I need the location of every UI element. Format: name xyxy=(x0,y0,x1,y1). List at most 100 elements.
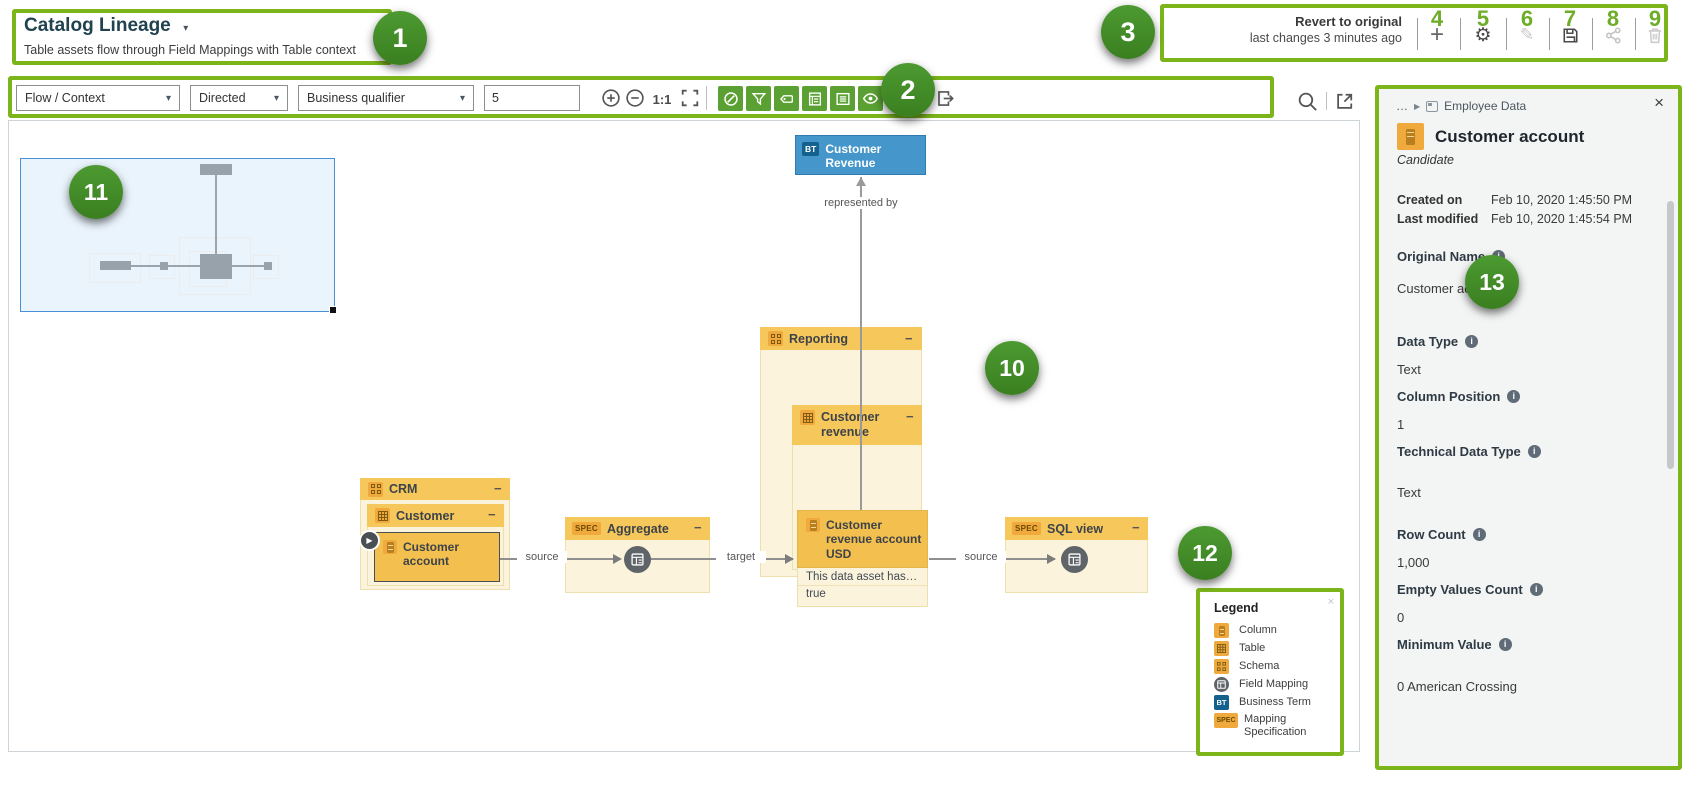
field-value: 0 xyxy=(1397,610,1405,625)
edge-label-target: target xyxy=(716,551,766,563)
divider xyxy=(1326,92,1327,110)
edge-label-represented-by: represented by xyxy=(815,197,907,209)
divider xyxy=(1549,18,1550,50)
node-spec-sql-view-header[interactable]: SPEC SQL view xyxy=(1005,517,1148,540)
minimap[interactable] xyxy=(20,158,337,314)
callout-10: 10 xyxy=(985,341,1039,395)
node-business-term[interactable]: BT Customer Revenue xyxy=(795,135,926,175)
table-customer-header[interactable]: Customer xyxy=(367,504,504,527)
group-reporting-header[interactable]: Reporting xyxy=(760,327,922,350)
table-customer-revenue-header[interactable]: Customer revenue xyxy=(792,405,922,445)
direction-toggle-button[interactable] xyxy=(718,86,743,111)
visibility-eye-toggle-button[interactable] xyxy=(858,86,883,111)
collapse-button[interactable]: − xyxy=(905,331,913,346)
table-label: Customer xyxy=(396,508,455,523)
divider xyxy=(706,86,707,110)
group-label: CRM xyxy=(389,482,418,496)
collapse-button[interactable]: − xyxy=(694,520,702,535)
edge-represented-by xyxy=(860,177,862,510)
node-label: Customer revenue account USD xyxy=(826,518,922,561)
trace-play-button[interactable]: ▶ xyxy=(359,530,380,551)
divider xyxy=(1506,18,1507,50)
info-icon[interactable]: i xyxy=(1527,445,1541,458)
direction-select[interactable]: Directed ▾ xyxy=(190,85,288,111)
breadcrumb[interactable]: … ▶ Employee Data xyxy=(1396,99,1526,113)
minimap-resize-handle[interactable] xyxy=(329,306,337,314)
field-value: 0 American Crossing xyxy=(1397,679,1517,694)
group-crm-header[interactable]: CRM xyxy=(360,478,510,500)
actual-size-button[interactable]: 1:1 xyxy=(652,91,672,107)
zoom-out-icon[interactable] xyxy=(624,87,646,109)
arrowhead-icon xyxy=(613,554,622,564)
node-label: Aggregate xyxy=(607,521,669,536)
collapse-button[interactable]: − xyxy=(494,481,502,496)
depth-input[interactable] xyxy=(484,85,580,111)
spec-badge-icon: SPEC xyxy=(572,522,601,535)
info-icon[interactable]: i xyxy=(1465,335,1479,348)
view-type-value: Flow / Context xyxy=(25,91,105,105)
view-type-select[interactable]: Flow / Context ▾ xyxy=(16,85,180,111)
collapse-button[interactable]: − xyxy=(488,507,496,522)
lineage-canvas[interactable] xyxy=(8,120,1360,752)
save-icon[interactable] xyxy=(1557,22,1583,48)
node-customer-account[interactable]: Customer account xyxy=(374,532,500,582)
legend-close-icon[interactable]: × xyxy=(1327,596,1334,608)
node-spec-aggregate-header[interactable]: SPEC Aggregate xyxy=(565,517,710,540)
attribute-row: true xyxy=(806,588,826,600)
callout-7: 7 xyxy=(1563,6,1577,31)
open-external-icon[interactable] xyxy=(1334,90,1356,112)
arrowhead-icon xyxy=(1047,554,1056,564)
breadcrumb-ellipsis[interactable]: … xyxy=(1396,99,1408,113)
settings-gear-icon[interactable]: ⚙ xyxy=(1474,24,1492,46)
node-label: Customer Revenue xyxy=(825,142,882,171)
delete-trash-icon[interactable] xyxy=(1642,22,1668,48)
chevron-down-icon: ▾ xyxy=(459,92,465,104)
add-button[interactable]: + xyxy=(1429,21,1444,48)
node-label: Customer account xyxy=(403,540,460,569)
edit-pencil-icon[interactable]: ✎ xyxy=(1519,25,1535,44)
view-subtitle: Table assets flow through Field Mappings… xyxy=(24,43,356,57)
divider xyxy=(1635,18,1636,50)
filter-toggle-button[interactable] xyxy=(746,86,771,111)
callout-8: 8 xyxy=(1606,6,1620,31)
edge-label-source: source xyxy=(956,551,1006,563)
info-icon[interactable]: i xyxy=(1472,528,1486,541)
panel-scrollbar[interactable] xyxy=(1667,201,1674,469)
fit-to-screen-icon[interactable] xyxy=(679,87,701,109)
node-label: SQL view xyxy=(1047,521,1104,536)
zoom-in-icon[interactable] xyxy=(600,87,622,109)
share-icon[interactable] xyxy=(1600,22,1626,48)
field-mapping-node[interactable] xyxy=(624,546,651,573)
table-icon xyxy=(1214,641,1229,656)
legend-item: Field Mapping xyxy=(1214,677,1325,692)
schema-icon xyxy=(368,481,383,497)
collapse-button[interactable]: − xyxy=(1132,520,1140,535)
node-customer-revenue-account-usd[interactable]: Customer revenue account USD xyxy=(797,510,928,568)
asset-detail-panel: … ▶ Employee Data × Customer account Can… xyxy=(1379,89,1678,766)
info-icon[interactable]: i xyxy=(1507,390,1521,403)
labels-toggle-button[interactable] xyxy=(774,86,799,111)
minimap-node xyxy=(200,164,232,175)
list-toggle-button[interactable] xyxy=(830,86,855,111)
collapse-button[interactable]: − xyxy=(906,409,914,424)
breadcrumb-domain[interactable]: Employee Data xyxy=(1444,99,1527,113)
legend-item: Column xyxy=(1214,623,1325,638)
field-mapping-node[interactable] xyxy=(1061,546,1088,573)
revert-control[interactable]: Revert to original last changes 3 minute… xyxy=(1172,14,1402,45)
info-icon[interactable]: i xyxy=(1529,583,1543,596)
callout-1: 1 xyxy=(373,11,427,65)
schema-icon xyxy=(768,331,783,346)
asset-title: Customer account xyxy=(1435,127,1585,146)
qualifier-select[interactable]: Business qualifier ▾ xyxy=(298,85,474,111)
properties-toggle-button[interactable] xyxy=(802,86,827,111)
search-icon[interactable] xyxy=(1296,90,1318,112)
legend-item: BT Business Term xyxy=(1214,695,1325,710)
minimap-edge xyxy=(215,174,217,256)
asset-status: Candidate xyxy=(1397,153,1454,167)
title-dropdown-caret[interactable]: ▾ xyxy=(183,23,189,34)
close-icon[interactable]: × xyxy=(1654,93,1664,112)
view-title[interactable]: Catalog Lineage ▾ xyxy=(24,15,188,37)
export-icon[interactable] xyxy=(934,87,956,109)
info-icon[interactable]: i xyxy=(1498,638,1512,651)
